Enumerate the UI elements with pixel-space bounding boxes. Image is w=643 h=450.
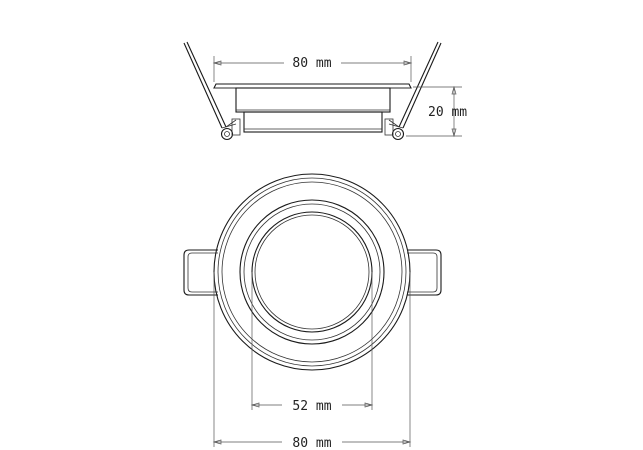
side-body [235,87,391,113]
inner-diameter-dimension: 52 mm [250,272,374,414]
outer-diameter-dimension: 80 mm [212,272,412,450]
side-width-label: 80 mm [292,56,331,71]
left-clip-tab [183,249,218,296]
side-view: 80 mm 20 mm [183,41,467,141]
side-lens [243,111,383,133]
inner-ring [239,199,385,345]
side-height-dimension: 20 mm [406,85,467,138]
lens [251,211,373,333]
side-width-dimension: 80 mm [212,56,413,82]
outer-rim [213,173,411,371]
side-flange [213,83,412,89]
right-spring-clip [384,41,442,141]
inner-diameter-label: 52 mm [292,399,331,414]
top-view: 52 mm 80 mm [183,173,442,450]
right-clip-tab [407,249,442,296]
side-height-label: 20 mm [428,105,467,120]
left-spring-clip [183,41,241,141]
outer-diameter-label: 80 mm [292,436,331,450]
